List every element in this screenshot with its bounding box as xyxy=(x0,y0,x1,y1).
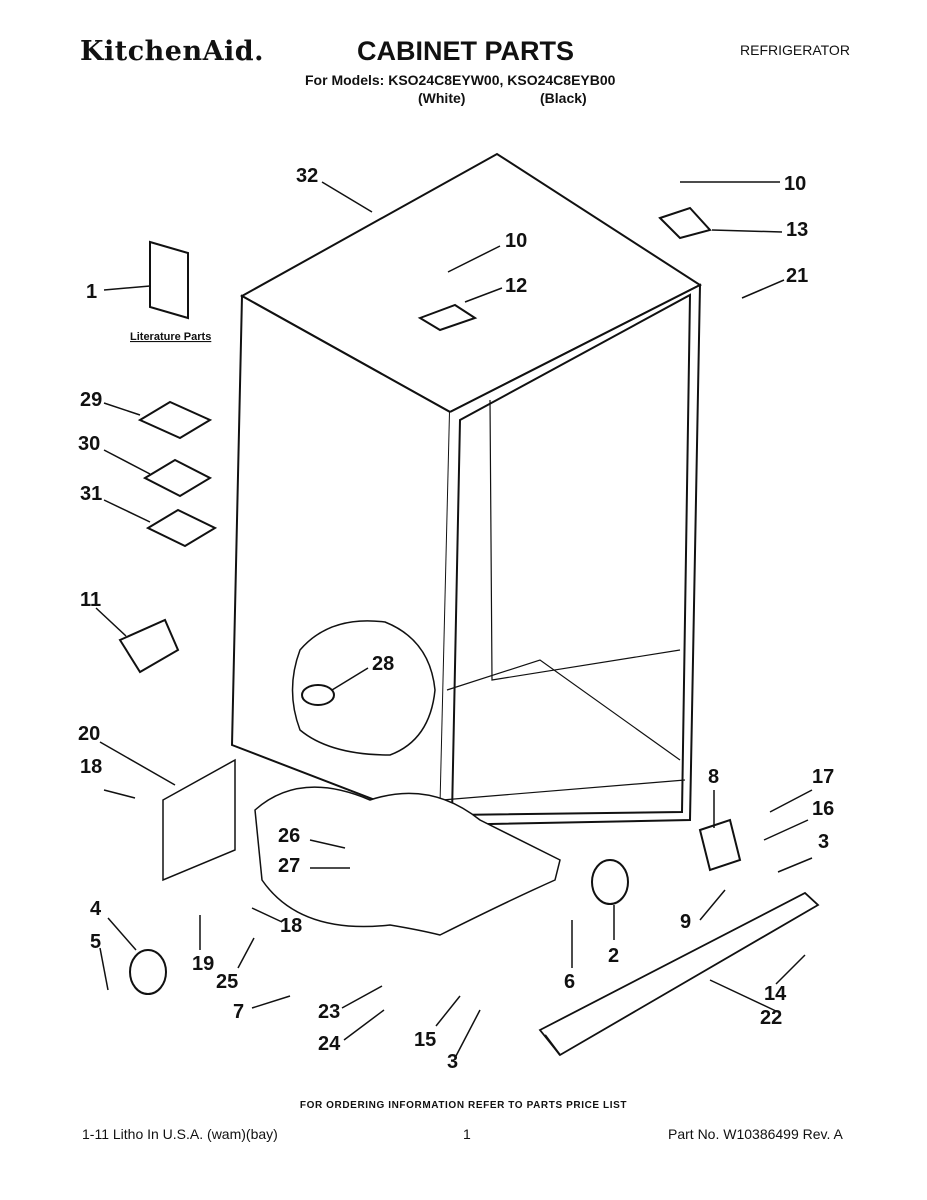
wheel-2 xyxy=(591,859,629,905)
callout-16: 16 xyxy=(812,798,834,820)
callout-17: 17 xyxy=(812,766,834,788)
callout-6: 6 xyxy=(564,971,575,993)
callout-27: 27 xyxy=(278,855,300,877)
callout-32: 32 xyxy=(296,165,318,187)
callout-15: 15 xyxy=(414,1029,436,1051)
literature-book xyxy=(149,240,189,320)
toe-grille xyxy=(538,891,820,1057)
board-29 xyxy=(137,400,213,440)
callout-28: 28 xyxy=(372,653,394,675)
callout-18a: 18 xyxy=(80,756,102,778)
drain-fitting xyxy=(301,684,335,706)
callout-25: 25 xyxy=(216,971,238,993)
lower-cutaway xyxy=(254,786,561,936)
page-number: 1 xyxy=(463,1126,471,1142)
callout-3b: 3 xyxy=(447,1051,458,1073)
wheel-4 xyxy=(129,949,167,995)
callout-4: 4 xyxy=(90,898,102,920)
callout-24: 24 xyxy=(318,1033,341,1055)
rear-grille xyxy=(162,758,236,882)
color-black-label: (Black) xyxy=(540,90,587,106)
callout-20: 20 xyxy=(78,723,100,745)
callout-10b: 10 xyxy=(505,230,527,252)
literature-parts-label: Literature Parts xyxy=(130,331,211,343)
callout-22: 22 xyxy=(760,1007,782,1029)
leader-lines xyxy=(95,181,813,1057)
callout-9: 9 xyxy=(680,911,691,933)
cabinet-front xyxy=(439,283,702,826)
callout-7: 7 xyxy=(233,1001,244,1023)
part-number: Part No. W10386499 Rev. A xyxy=(668,1126,843,1142)
callout-10a: 10 xyxy=(784,173,806,195)
callout-18b: 18 xyxy=(280,915,302,937)
callout-3a: 3 xyxy=(818,831,829,853)
hinge-13 xyxy=(658,206,712,240)
category-label: REFRIGERATOR xyxy=(740,42,850,58)
models-line: For Models: KSO24C8EYW00, KSO24C8EYB00 xyxy=(305,72,616,88)
bracket-8 xyxy=(698,818,742,872)
callout-14: 14 xyxy=(764,983,787,1005)
page-title: CABINET PARTS xyxy=(357,36,575,66)
ordering-note: FOR ORDERING INFORMATION REFER TO PARTS … xyxy=(299,1100,628,1111)
board-31 xyxy=(145,508,218,548)
callout-30: 30 xyxy=(78,433,100,455)
callout-labels: 32 10 13 21 10 12 1 29 30 31 11 28 20 18… xyxy=(78,165,834,1073)
callout-8: 8 xyxy=(708,766,719,788)
callout-31: 31 xyxy=(80,483,102,505)
callout-23: 23 xyxy=(318,1001,340,1023)
hinge-12 xyxy=(417,303,478,332)
brand-logo: KitchenAid. xyxy=(80,36,265,67)
water-valve xyxy=(118,618,180,674)
callout-26: 26 xyxy=(278,825,300,847)
callout-19: 19 xyxy=(192,953,214,975)
callout-2: 2 xyxy=(608,945,619,967)
color-white-label: (White) xyxy=(418,90,466,106)
callout-5: 5 xyxy=(90,931,101,953)
callout-21: 21 xyxy=(786,265,808,287)
cutaway-bubble xyxy=(291,620,436,756)
litho-info: 1-11 Litho In U.S.A. (wam)(bay) xyxy=(82,1126,278,1142)
board-30 xyxy=(142,458,213,498)
callout-29: 29 xyxy=(80,389,102,411)
cabinet-opening xyxy=(450,293,692,817)
callout-13: 13 xyxy=(786,219,808,241)
callout-12: 12 xyxy=(505,275,527,297)
callout-11: 11 xyxy=(80,589,101,611)
callout-1: 1 xyxy=(86,281,97,303)
